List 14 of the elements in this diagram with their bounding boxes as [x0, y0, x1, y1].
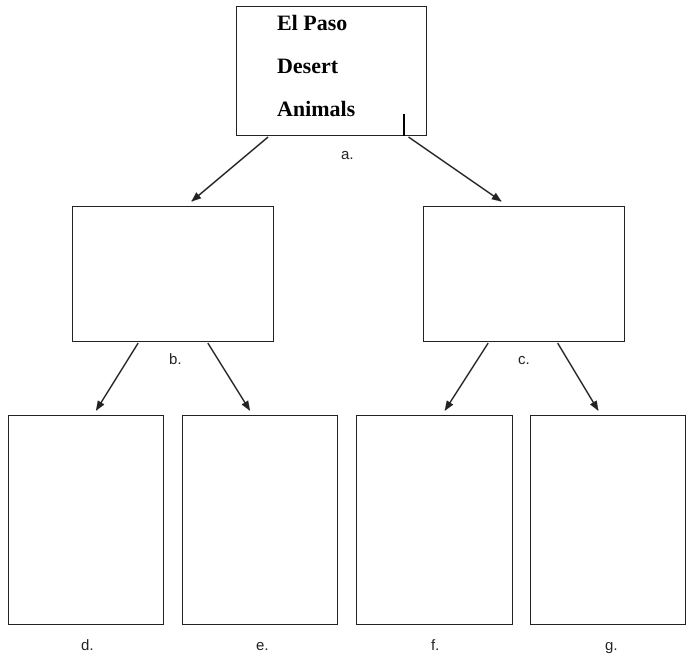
box-letter: d.: [81, 637, 94, 654]
arrow: [444, 342, 489, 411]
arrow: [191, 136, 269, 202]
box-letter: g.: [605, 637, 618, 654]
arrow: [408, 136, 502, 202]
box-letter: c.: [518, 351, 530, 368]
title-text: El Paso Desert Animals: [277, 9, 356, 123]
box-letter: b.: [169, 351, 182, 368]
arrow: [556, 342, 599, 411]
arrow: [207, 342, 250, 411]
box-letter: e.: [256, 637, 269, 654]
box-letter: f.: [431, 637, 440, 654]
box-letter: a.: [341, 146, 354, 163]
arrow: [96, 342, 139, 411]
